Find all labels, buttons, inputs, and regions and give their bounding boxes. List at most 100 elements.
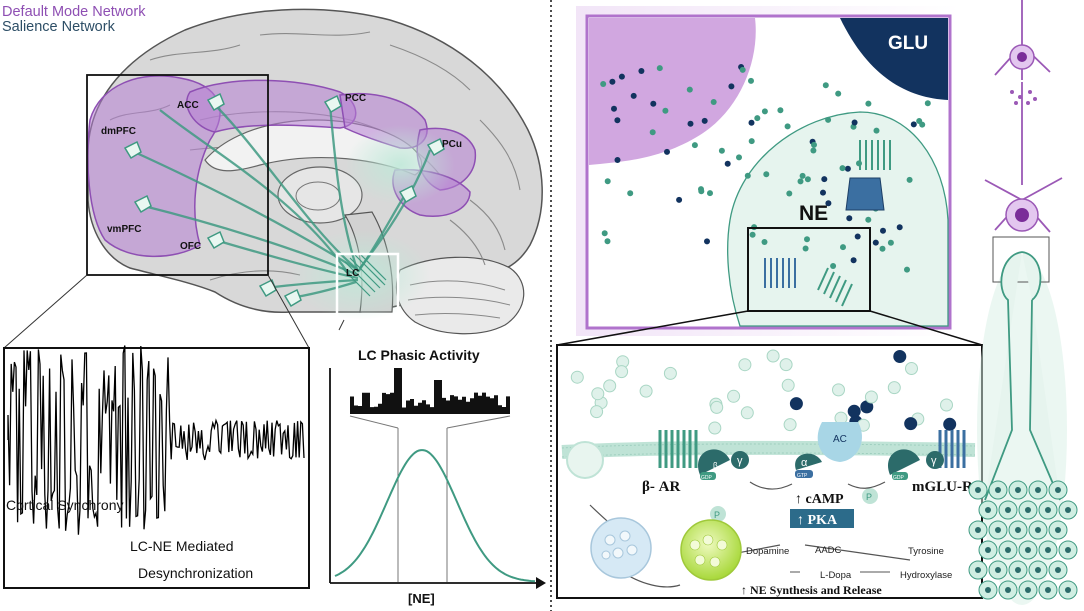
transmitter-dot <box>656 65 663 72</box>
vesicle-dot <box>738 358 752 372</box>
transmitter-dot <box>649 129 656 136</box>
transmitter-dot <box>830 263 837 269</box>
svg-text:GDP: GDP <box>701 475 713 481</box>
svg-text:GTP: GTP <box>797 473 808 479</box>
transmitter-dot <box>799 172 806 179</box>
transmitter-dot <box>854 233 861 240</box>
transmitter-dot <box>691 142 698 149</box>
vesicle-dot <box>943 417 957 431</box>
transmitter-dot <box>763 171 770 178</box>
vesicle-dot <box>766 349 780 363</box>
transmitter-dot <box>804 236 810 243</box>
transmitter-dot <box>749 231 756 238</box>
vesicle-dot <box>570 370 584 384</box>
svg-text:GDP: GDP <box>893 475 905 481</box>
transmitter-dot <box>784 123 791 130</box>
transmitter-dot <box>686 86 693 93</box>
vesicle-dot <box>740 406 754 420</box>
vesicle-dot <box>779 358 793 372</box>
transmitter-dot <box>810 147 817 154</box>
transmitter-dot <box>600 81 607 87</box>
transmitter-dot <box>839 165 846 172</box>
vesicle-dot <box>847 404 861 418</box>
transmitter-dot <box>627 190 634 197</box>
g-protein-right: γ GDP <box>887 449 944 481</box>
transmitter-dot <box>919 121 926 128</box>
transmitter-dot <box>650 100 657 107</box>
g-protein-center: AC α GTP <box>795 422 862 479</box>
transmitter-dot <box>718 147 725 154</box>
zoom-box-prefrontal <box>86 74 269 276</box>
cell-nucleus <box>1065 507 1071 513</box>
transmitter-dot <box>601 230 608 237</box>
vesicle-dot <box>710 400 724 414</box>
transmitter-dot <box>797 178 804 185</box>
transmitter-dot <box>844 165 851 172</box>
cell-cluster <box>968 480 1078 600</box>
transmitter-dot <box>630 92 637 99</box>
transmitter-dot <box>739 66 746 73</box>
vesicle-dot <box>940 398 953 412</box>
label-lc: LC <box>346 268 359 279</box>
vesicle-dot <box>905 362 918 375</box>
label-camp: ↑ cAMP <box>795 492 844 507</box>
transmitter-dot <box>924 100 931 107</box>
label-dmpfc: dmPFC <box>101 126 136 137</box>
transmitter-dot <box>904 266 910 273</box>
transmitter-dot <box>724 160 731 167</box>
vesicle-dot <box>864 390 878 404</box>
synapse-panel: GLU NE <box>556 6 983 346</box>
cell-nucleus <box>975 487 981 493</box>
transmitter-dot <box>748 77 754 84</box>
transmitter-dot <box>786 190 793 197</box>
vesicle-dot <box>708 421 722 435</box>
label-cortical-synchrony: Cortical Synchrony <box>6 497 124 513</box>
transmitter-dot <box>728 83 735 90</box>
svg-text:P: P <box>866 492 872 502</box>
transmitter-dot <box>664 148 670 155</box>
transmitter-dot <box>910 121 917 128</box>
cell-nucleus <box>1045 547 1051 553</box>
label-desynchronization: Desynchronization <box>138 565 253 581</box>
label-ofc: OFC <box>180 241 201 252</box>
label-beta-ar: β- AR <box>642 479 680 495</box>
vesicle-dot <box>727 389 741 403</box>
transmitter-dot <box>850 257 857 264</box>
label-vmpfc: vmPFC <box>107 224 141 235</box>
transmitter-dot <box>865 100 872 107</box>
cell-nucleus <box>1025 507 1031 513</box>
transmitter-dot <box>614 117 621 124</box>
cell-nucleus <box>1055 527 1061 533</box>
cell-nucleus <box>1015 487 1021 493</box>
cell-nucleus <box>1065 587 1071 593</box>
label-ne: NE <box>799 202 828 225</box>
vesicle-dot <box>832 383 845 397</box>
vesicle-dot <box>615 365 629 379</box>
transmitter-dot <box>880 227 886 234</box>
transmitter-dot <box>754 115 761 122</box>
label-ne-axis: [NE] <box>408 591 435 606</box>
transmitter-dot <box>873 127 880 134</box>
cell-nucleus <box>985 507 991 513</box>
zoom-box-lc <box>335 252 400 322</box>
neuron-column <box>968 0 1078 605</box>
label-mglu-r: mGLU-R <box>912 479 973 495</box>
transmitter-dot <box>761 239 768 245</box>
cell-nucleus <box>1035 527 1041 533</box>
cell-nucleus <box>1035 567 1041 573</box>
vesicle-dot <box>904 417 918 431</box>
cell-membrane <box>561 440 976 459</box>
x-axis-arrow <box>536 577 546 589</box>
transmitter-dot <box>777 107 784 114</box>
transmitter-dot <box>748 138 755 145</box>
neurotransmitter-dots <box>600 64 931 273</box>
label-lc-ne-mediated: LC-NE Mediated <box>130 538 234 554</box>
cell-nucleus <box>1005 587 1011 593</box>
cell-nucleus <box>1005 507 1011 513</box>
cell-nucleus <box>985 587 991 593</box>
transmitter-dot <box>604 238 611 245</box>
mglu-r-receptor <box>938 430 966 468</box>
vesicle-dot <box>783 418 797 432</box>
cell-nucleus <box>1025 547 1031 553</box>
transmitter-dot <box>707 190 713 197</box>
